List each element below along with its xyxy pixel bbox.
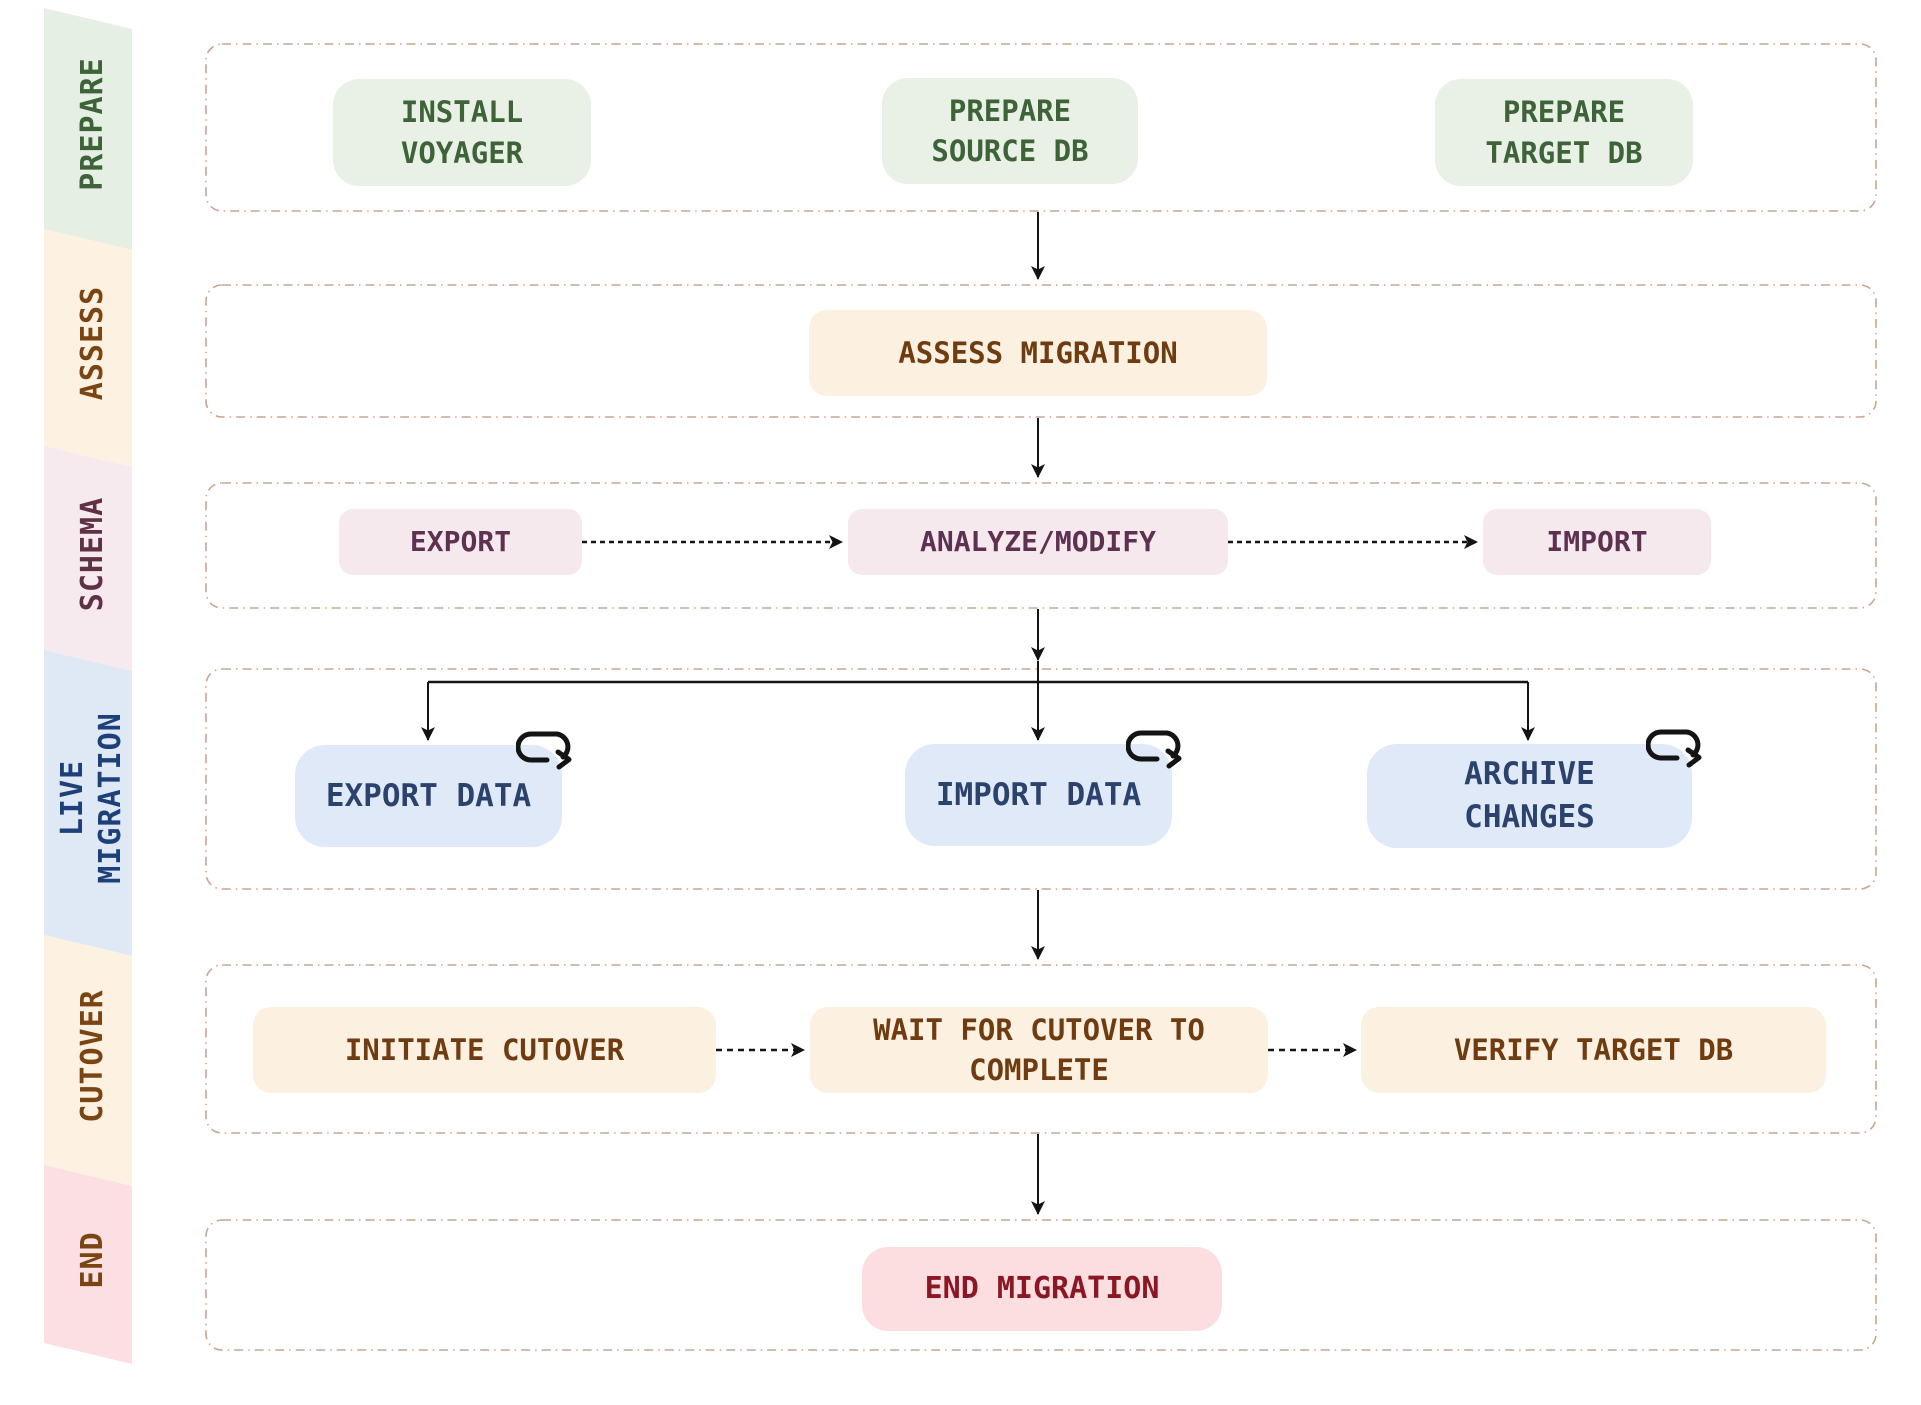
phase-panel-assess	[205, 284, 1877, 418]
node-label: PREPARE SOURCE DB	[931, 93, 1089, 168]
node-label: IMPORT DATA	[935, 776, 1142, 813]
phase-band-cutover: CUTOVER	[44, 935, 132, 1186]
phase-label-cutover: CUTOVER	[75, 989, 110, 1122]
phase-label-live-line1: LIVE	[55, 760, 90, 836]
node-export-data: EXPORT DATA	[295, 745, 562, 847]
node-label: EXPORT DATA	[325, 777, 532, 814]
phase-label-live-line2: MIGRATION	[93, 712, 128, 884]
phase-label-prepare: PREPARE	[75, 57, 110, 190]
phase-panel-prepare	[205, 43, 1877, 212]
phase-panel-schema	[205, 482, 1877, 609]
node-import-schema: IMPORT	[1483, 509, 1711, 575]
loop-icon	[1126, 730, 1182, 769]
node-label: IMPORT	[1546, 524, 1648, 558]
phase-sidebar: PREPARE ASSESS SCHEMA LIVE MIGRATION	[44, 8, 132, 1364]
node-assess-migration: ASSESS MIGRATION	[809, 310, 1267, 396]
phase-panel-cutover	[205, 964, 1877, 1134]
phase-band-live-migration: LIVE MIGRATION	[44, 650, 132, 956]
node-prepare-target-db: PREPARE TARGET DB	[1435, 79, 1693, 186]
node-install-voyager: INSTALL VOYAGER	[333, 79, 591, 186]
node-label: PREPARE TARGET DB	[1485, 95, 1643, 170]
node-end-migration: END MIGRATION	[862, 1247, 1222, 1331]
phase-band-end: END	[44, 1165, 132, 1364]
loop-icon	[1646, 729, 1702, 768]
node-label: INSTALL VOYAGER	[400, 95, 524, 170]
node-label: WAIT FOR CUTOVER TO COMPLETE	[873, 1012, 1205, 1087]
node-initiate-cutover: INITIATE CUTOVER	[253, 1007, 716, 1093]
node-archive-changes: ARCHIVE CHANGES	[1367, 744, 1692, 848]
phase-band-prepare: PREPARE	[44, 8, 132, 250]
node-label: ASSESS MIGRATION	[898, 335, 1178, 370]
phase-panel-live-migration	[205, 668, 1877, 890]
node-export-schema: EXPORT	[339, 509, 582, 575]
phase-panel-end	[205, 1219, 1877, 1351]
node-wait-for-cutover: WAIT FOR CUTOVER TO COMPLETE	[810, 1007, 1268, 1093]
node-label: VERIFY TARGET DB	[1453, 1032, 1734, 1067]
node-label: END MIGRATION	[924, 1271, 1160, 1307]
node-label: ARCHIVE CHANGES	[1464, 756, 1595, 835]
phase-label-assess: ASSESS	[75, 286, 110, 400]
node-analyze-modify-schema: ANALYZE/MODIFY	[848, 509, 1228, 575]
phase-band-assess: ASSESS	[44, 229, 132, 467]
node-verify-target-db: VERIFY TARGET DB	[1361, 1007, 1826, 1093]
node-label: INITIATE CUTOVER	[344, 1032, 625, 1067]
node-import-data: IMPORT DATA	[905, 744, 1172, 846]
node-prepare-source-db: PREPARE SOURCE DB	[882, 78, 1138, 184]
phase-band-schema: SCHEMA	[44, 446, 132, 671]
phase-label-end: END	[75, 1231, 110, 1288]
node-label: ANALYZE/MODIFY	[919, 524, 1156, 558]
node-label: EXPORT	[409, 524, 512, 558]
loop-icon	[516, 731, 572, 770]
phase-label-schema: SCHEMA	[75, 497, 110, 611]
